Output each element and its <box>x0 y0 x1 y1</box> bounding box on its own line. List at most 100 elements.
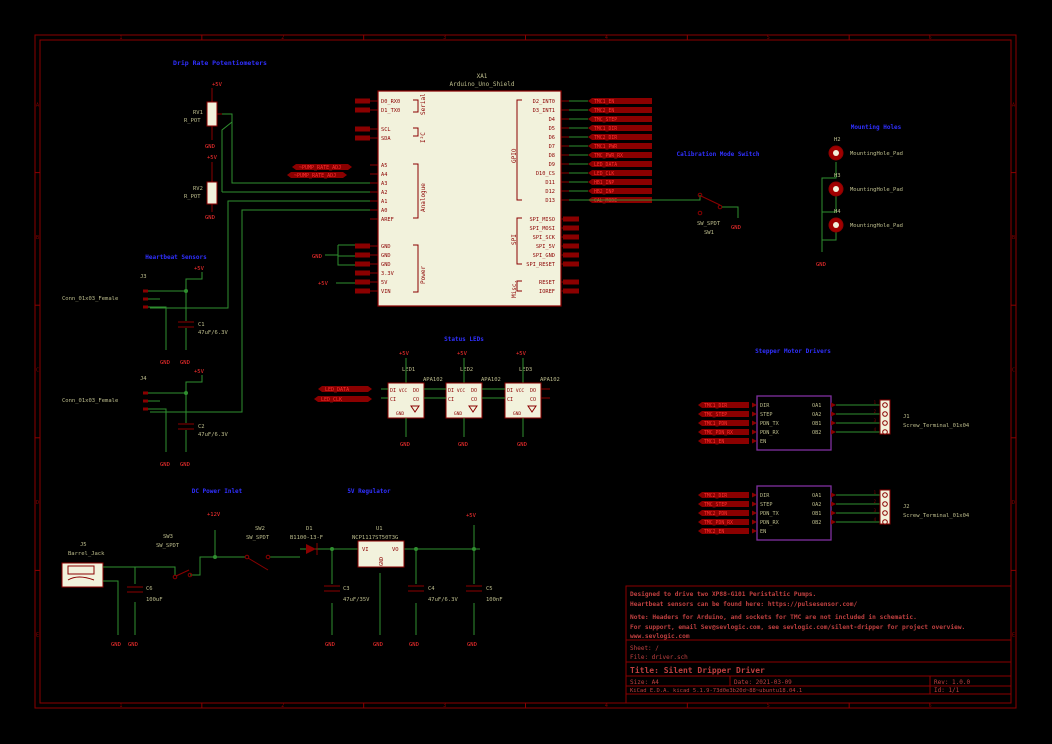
component-ref: C3 <box>343 586 350 592</box>
section-title-stepper: Stepper Motor Drivers <box>755 348 831 355</box>
pin-label: CI <box>390 397 396 403</box>
pin-arrow <box>752 528 757 534</box>
frame-col-label: 3 <box>443 35 446 41</box>
arduino-pin-label: 5V <box>381 280 388 286</box>
component-value: 100nF <box>486 597 503 603</box>
arduino-pin-label: RESET <box>539 280 556 286</box>
led-diode-icon <box>410 405 420 413</box>
arduino-left-pins: D0_RX0D1_TX0SCLSDAA5A4A3A2A1A0AREFGNDGND… <box>370 99 400 295</box>
component-value: R_POT <box>184 194 201 200</box>
net-tag <box>588 107 652 113</box>
mounting-hole-center <box>833 222 839 228</box>
arduino-pin-label: D1_TX0 <box>381 108 400 114</box>
gnd-label: GND <box>731 225 741 231</box>
net-tag-text: TMC1_DIR <box>594 126 617 132</box>
net-tag <box>588 170 652 176</box>
gnd-label: GND <box>373 642 383 648</box>
net-tag <box>588 116 652 122</box>
component-value: B1100-13-F <box>290 535 323 541</box>
gnd-label: GND <box>180 360 190 366</box>
note-line: Heartbeat sensors can be found here: htt… <box>630 601 858 608</box>
gnd-label: GND <box>400 442 410 448</box>
group-label-i2c: I²C <box>420 132 427 143</box>
note-line: For support, email Sev@sevlogic.com, see… <box>630 623 965 631</box>
file-name: File: driver.sch <box>630 654 688 661</box>
pin-label: OB2 <box>812 430 821 436</box>
net-tag-text: LED_DATA <box>325 387 349 393</box>
section-title-potentiometers: Drip Rate Potentiometers <box>173 59 267 67</box>
pin-label: STEP <box>760 412 773 418</box>
pin-label: GND <box>513 411 522 417</box>
pin-label: OA2 <box>812 412 821 418</box>
net-tag-text: LED_CLK <box>594 171 614 177</box>
arduino-pin-label: A5 <box>381 163 387 169</box>
frame-col-label: 4 <box>605 35 608 41</box>
pin-label: VCC <box>399 388 408 394</box>
component-value: 47uF/6.3V <box>428 597 458 603</box>
nc-marker <box>563 216 579 222</box>
power-pin-marker <box>355 243 370 249</box>
serial-pin-marker <box>355 107 370 113</box>
arduino-pin-label: VIN <box>381 289 391 295</box>
group-label-analogue: Analogue <box>420 183 427 212</box>
frame-col-label: 2 <box>281 703 284 709</box>
component-ref: J3 <box>140 274 147 280</box>
screw-terminal-icon <box>879 489 891 525</box>
pin-label: EN <box>760 529 766 535</box>
net-tag <box>588 143 652 149</box>
power-pin-marker <box>355 270 370 276</box>
pin-label: OA1 <box>812 493 821 499</box>
arduino-shield: XA1 Arduino_Uno_Shield D0_RX0D1_TX0SCLSD… <box>370 73 569 307</box>
pin-label: VO <box>392 547 399 553</box>
connector-pin <box>143 289 148 293</box>
component-value: 47uF/35V <box>343 597 370 603</box>
pin-label: GND <box>379 557 385 566</box>
frame-row-label: D <box>36 500 39 506</box>
calibration-switch: SW_SPDT SW1 GND <box>697 192 741 236</box>
component-ref: SW3 <box>163 534 173 540</box>
component-ref: J4 <box>140 376 147 382</box>
component-value: R_POT <box>184 118 201 124</box>
component-value: Conn_01x03_Female <box>62 296 118 302</box>
pin-label: DI <box>448 388 454 394</box>
pin-arrow <box>752 501 757 507</box>
connector-pin <box>143 407 148 411</box>
led-input-tags: LED_DATA LED_CLK <box>314 386 372 403</box>
frame-col-label: 3 <box>443 703 446 709</box>
component-ref: C1 <box>198 322 205 328</box>
rail-label: +5V <box>212 82 223 88</box>
arduino-net-tags: TMC1_ENTMC2_ENTMC_STEPTMC1_DIRTMC2_DIRTM… <box>355 98 652 294</box>
section-title-5v-regulator: 5V Regulator <box>347 488 391 495</box>
analog-wires <box>150 122 370 413</box>
component-value: 100uF <box>146 597 163 603</box>
rail-label: +5V <box>466 513 477 519</box>
pin-label: CI <box>448 397 454 403</box>
potentiometer-rv1: +5V RV1 R_POT GND <box>184 82 233 192</box>
screw-icon <box>882 501 888 507</box>
connector-pin <box>143 391 148 395</box>
component-value: Arduino_Uno_Shield <box>449 81 514 88</box>
pin-label: PDN_TX <box>760 511 780 517</box>
net-tag-pump-rate-a4: ~PUMP_RATE_ADJ <box>287 172 347 179</box>
net-tag <box>698 420 749 426</box>
sheet-rev: Rev: 1.0.0 <box>934 679 971 686</box>
rail-label: +5V <box>194 266 205 272</box>
gnd-label: GND <box>111 642 121 648</box>
connector-pin <box>143 399 148 403</box>
net-tag-text: TMC2_DIR <box>594 135 617 141</box>
pin-arrow <box>831 402 836 408</box>
net-tag <box>588 179 652 185</box>
arduino-pin-label: SPI_RESET <box>526 262 556 268</box>
group-label-power: Power <box>420 266 427 284</box>
net-tag-text: TMC_STEP <box>594 117 617 123</box>
arduino-pin-label: D8 <box>549 153 555 159</box>
net-tag <box>588 152 652 158</box>
frame-col-label: 4 <box>605 703 608 709</box>
screw-icon <box>882 429 888 435</box>
component-ref: SW1 <box>704 230 714 236</box>
net-tag-text: HB1_INP <box>594 180 614 186</box>
frame-col-label: 1 <box>119 703 122 709</box>
pin-label: DO <box>530 388 536 394</box>
